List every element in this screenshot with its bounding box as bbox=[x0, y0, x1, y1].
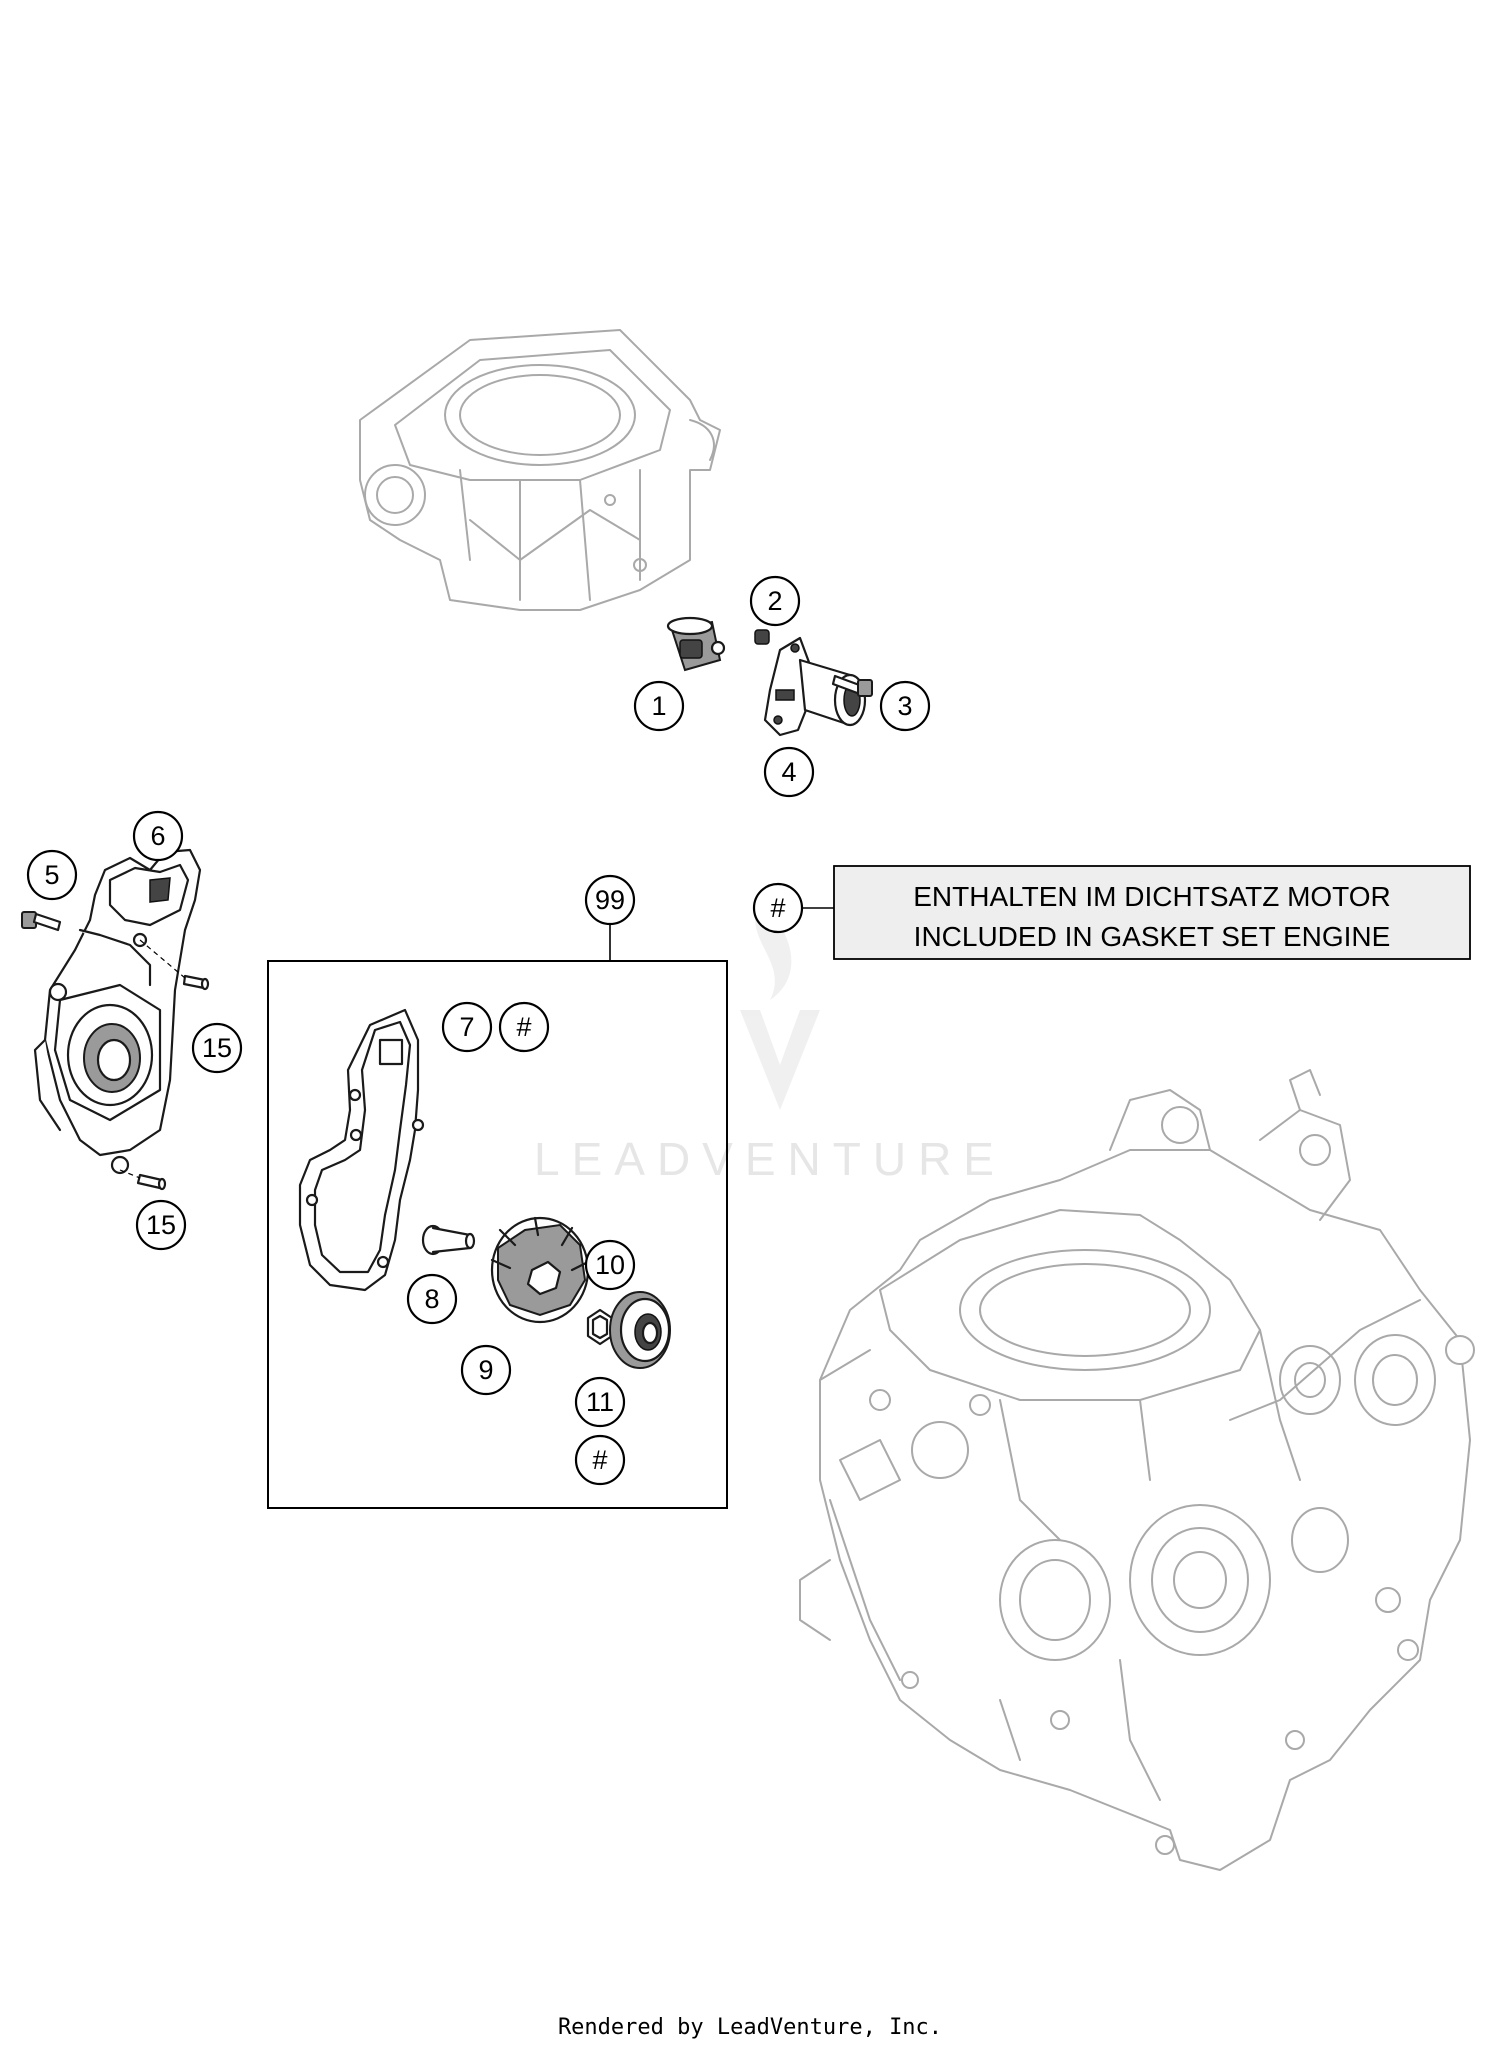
legend-box bbox=[833, 865, 1471, 960]
callout-15-lower-label: 15 bbox=[146, 1210, 176, 1240]
callout-15-lower[interactable]: 15 bbox=[135, 1199, 187, 1251]
callout-11-hash[interactable]: # bbox=[574, 1434, 626, 1486]
callout-4-label: 4 bbox=[781, 757, 796, 787]
callout-15-upper[interactable]: 15 bbox=[191, 1022, 243, 1074]
callout-6[interactable]: 6 bbox=[132, 810, 184, 862]
dowel-pin-lower-line bbox=[119, 1169, 141, 1179]
callout-11-label: 11 bbox=[586, 1387, 614, 1417]
callout-99[interactable]: 99 bbox=[584, 874, 636, 926]
thermostat-part bbox=[666, 616, 726, 672]
bolt-part-5 bbox=[21, 911, 62, 932]
cylinder-ghost-image bbox=[359, 329, 721, 611]
callout-11[interactable]: 11 bbox=[574, 1376, 626, 1428]
callout-7-hash-label: # bbox=[516, 1012, 531, 1042]
footer-credit: Rendered by LeadVenture, Inc. bbox=[557, 2015, 943, 2040]
callout-3[interactable]: 3 bbox=[879, 680, 931, 732]
legend-hash-callout[interactable]: # bbox=[752, 882, 804, 934]
impeller-screw-part bbox=[421, 1224, 476, 1256]
callout-2[interactable]: 2 bbox=[749, 575, 801, 627]
callout-1-label: 1 bbox=[651, 691, 666, 721]
legend-hash-label: # bbox=[770, 893, 785, 923]
callout-6-label: 6 bbox=[150, 821, 165, 851]
crankcase-ghost-image bbox=[799, 1069, 1475, 1871]
kit-99-frame bbox=[267, 960, 728, 1509]
gasket-part bbox=[298, 1008, 425, 1292]
callout-2-label: 2 bbox=[767, 586, 782, 616]
callout-11-hash-label: # bbox=[592, 1445, 607, 1475]
callout-99-label: 99 bbox=[595, 885, 625, 915]
callout-7[interactable]: 7 bbox=[441, 1001, 493, 1053]
callout-8[interactable]: 8 bbox=[406, 1273, 458, 1325]
callout-5-label: 5 bbox=[44, 860, 59, 890]
callout-9[interactable]: 9 bbox=[460, 1344, 512, 1396]
washer-part bbox=[586, 1308, 614, 1346]
legend-line-1: ENTHALTEN IM DICHTSATZ MOTOR bbox=[913, 881, 1391, 912]
callout-4[interactable]: 4 bbox=[763, 746, 815, 798]
callout-8-label: 8 bbox=[424, 1284, 439, 1314]
dowel-pin-upper-part bbox=[182, 974, 210, 991]
impeller-part bbox=[490, 1216, 590, 1324]
callout-10[interactable]: 10 bbox=[584, 1239, 636, 1291]
water-pump-cover-part bbox=[33, 848, 202, 1175]
watermark-text: LEADVENTURE bbox=[534, 1133, 1006, 1185]
callout-7-label: 7 bbox=[459, 1012, 474, 1042]
dowel-pin-upper-line bbox=[139, 939, 186, 979]
plug-part bbox=[754, 629, 770, 645]
callout-7-hash[interactable]: # bbox=[498, 1001, 550, 1053]
callout-5[interactable]: 5 bbox=[26, 849, 78, 901]
dowel-pin-lower-part bbox=[136, 1173, 167, 1191]
legend-line-2: INCLUDED IN GASKET SET ENGINE bbox=[914, 921, 1391, 952]
callout-3-label: 3 bbox=[897, 691, 912, 721]
callout-9-label: 9 bbox=[478, 1355, 493, 1385]
callout-15-upper-label: 15 bbox=[202, 1033, 232, 1063]
callout-1[interactable]: 1 bbox=[633, 680, 685, 732]
bolt-part-3 bbox=[831, 674, 873, 697]
shaft-seal-part bbox=[609, 1291, 671, 1369]
callout-10-label: 10 bbox=[595, 1250, 625, 1280]
